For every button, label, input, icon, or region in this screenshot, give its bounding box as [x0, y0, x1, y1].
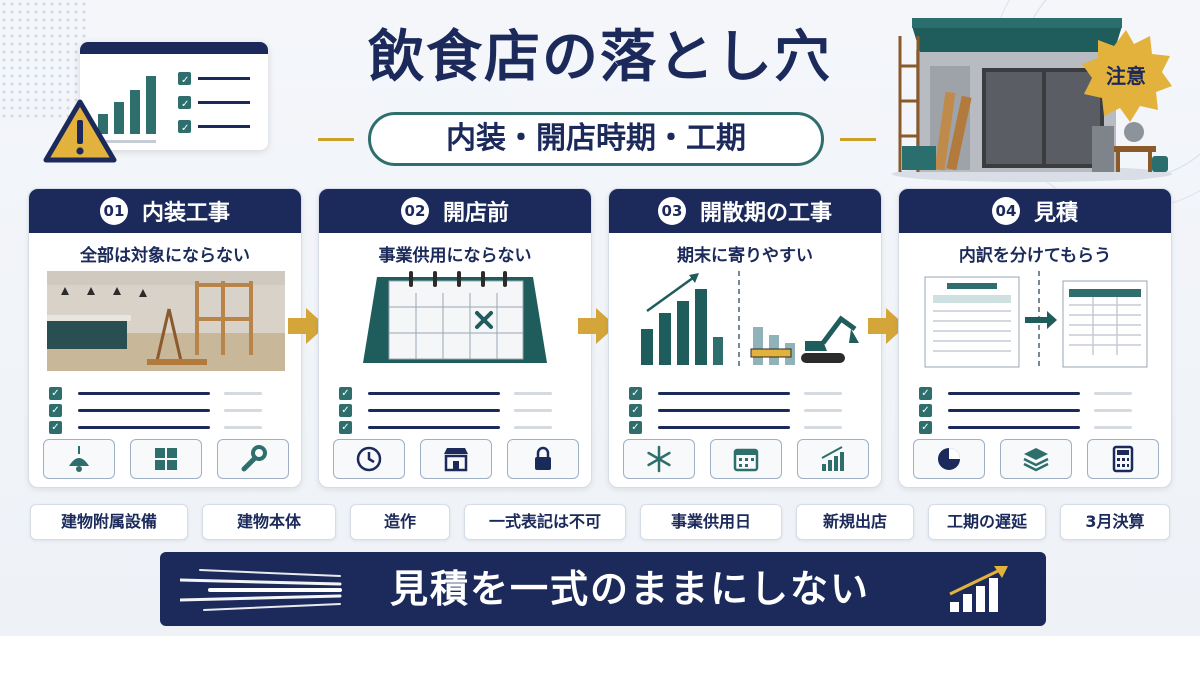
tag: 建物附属設備 — [30, 504, 188, 540]
storefront-construction-illustration — [892, 18, 1172, 182]
storefront-icon — [420, 439, 492, 479]
caution-badge-starburst — [1082, 30, 1172, 122]
pendant-lamp-icon — [43, 439, 115, 479]
window-grid-icon — [130, 439, 202, 479]
card-number: 01 — [99, 197, 128, 225]
desk-calendar-illustration — [363, 271, 547, 363]
calculator-icon — [1087, 439, 1159, 479]
tag: 事業供用日 — [640, 504, 782, 540]
check-list: ✓ ✓ ✓ — [919, 385, 1153, 436]
page-subtitle: 内装・開店時期・工期 — [368, 112, 824, 166]
svg-text:✓: ✓ — [181, 99, 189, 110]
card-header: 04 見積 — [899, 189, 1171, 233]
card-title: 見積 — [1033, 201, 1078, 226]
season-chart-excavator-illustration — [641, 271, 859, 367]
estimate-breakdown-illustration — [924, 271, 1148, 368]
card-number: 02 — [400, 197, 429, 225]
card-title: 内装工事 — [141, 201, 230, 226]
tag: 一式表記は不可 — [464, 504, 626, 540]
tag: 3月決算 — [1060, 504, 1170, 540]
check-list: ✓ ✓ ✓ — [629, 385, 863, 436]
card-header: 03 開散期の工事 — [609, 189, 881, 233]
calendar-icon — [710, 439, 782, 479]
arrow-right-icon — [578, 308, 616, 344]
conclusion-text: 見積を一式のままにしない — [389, 567, 870, 611]
conclusion-banner: 見積を一式のままにしない — [160, 552, 1046, 626]
svg-text:✓: ✓ — [181, 123, 189, 134]
card-icon-row — [623, 439, 869, 479]
arrow-right-icon — [868, 308, 906, 344]
card-subtitle: 全部は対象にならない — [80, 246, 250, 266]
subtitle-rule-left — [318, 138, 354, 141]
speed-lines-icon — [180, 569, 342, 611]
interior-construction-photo — [47, 271, 285, 371]
tag: 新規出店 — [796, 504, 914, 540]
card-subtitle: 内訳を分けてもらう — [958, 246, 1112, 266]
caution-badge-label: 注意 — [1106, 64, 1146, 88]
tag: 工期の遅延 — [928, 504, 1046, 540]
card-header: 01 内装工事 — [29, 189, 301, 233]
page-title: 飲食店の落とし穴 — [368, 25, 832, 90]
snowflake-icon — [623, 439, 695, 479]
card-subtitle: 事業供用にならない — [378, 246, 532, 266]
card-icon-row — [43, 439, 289, 479]
check-list: ✓ ✓ ✓ — [339, 385, 573, 436]
lock-icon — [507, 439, 579, 479]
card-header: 02 開店前 — [319, 189, 591, 233]
card-title: 開店前 — [442, 201, 509, 226]
layers-icon — [1000, 439, 1072, 479]
card-icon-row — [913, 439, 1159, 479]
svg-text:✓: ✓ — [181, 75, 189, 86]
infographic-canvas: ✓ ✓ ✓ 飲食店の落とし穴 内装・開店時期・工期 — [0, 0, 1200, 636]
warning-icon — [43, 99, 117, 163]
arrow-right-icon — [288, 308, 326, 344]
card-estimate: 04 見積 内訳を分けてもらう ✓ ✓ ✓ — [898, 188, 1172, 488]
trend-chart-icon — [797, 439, 869, 479]
wrench-icon — [217, 439, 289, 479]
card-subtitle: 期末に寄りやすい — [677, 246, 813, 266]
dot-pattern — [0, 0, 90, 120]
subtitle-rule-right — [840, 138, 876, 141]
keyword-tags: 建物附属設備 建物本体 造作 一式表記は不可 事業供用日 新規出店 工期の遅延 … — [30, 504, 1170, 540]
card-number: 04 — [991, 197, 1020, 225]
card-interior-work: 01 内装工事 全部は対象にならない ✓ ✓ ✓ — [28, 188, 302, 488]
tag: 造作 — [350, 504, 450, 540]
card-title: 開散期の工事 — [699, 201, 832, 226]
bar-chart-icon: ✓ ✓ ✓ — [98, 72, 250, 143]
tag: 建物本体 — [202, 504, 336, 540]
caution-badge: 注意 — [1078, 28, 1174, 124]
checklist-illustration: ✓ ✓ ✓ — [80, 42, 268, 150]
check-list: ✓ ✓ ✓ — [49, 385, 283, 436]
card-icon-row — [333, 439, 579, 479]
card-number: 03 — [657, 197, 686, 225]
card-before-opening: 02 開店前 事業供用にならない ✓ ✓ ✓ — [318, 188, 592, 488]
card-off-season-work: 03 開散期の工事 期末に寄りやすい ✓ ✓ ✓ — [608, 188, 882, 488]
pie-chart-icon — [913, 439, 985, 479]
growth-chart-icon — [949, 566, 1008, 612]
clock-icon — [333, 439, 405, 479]
